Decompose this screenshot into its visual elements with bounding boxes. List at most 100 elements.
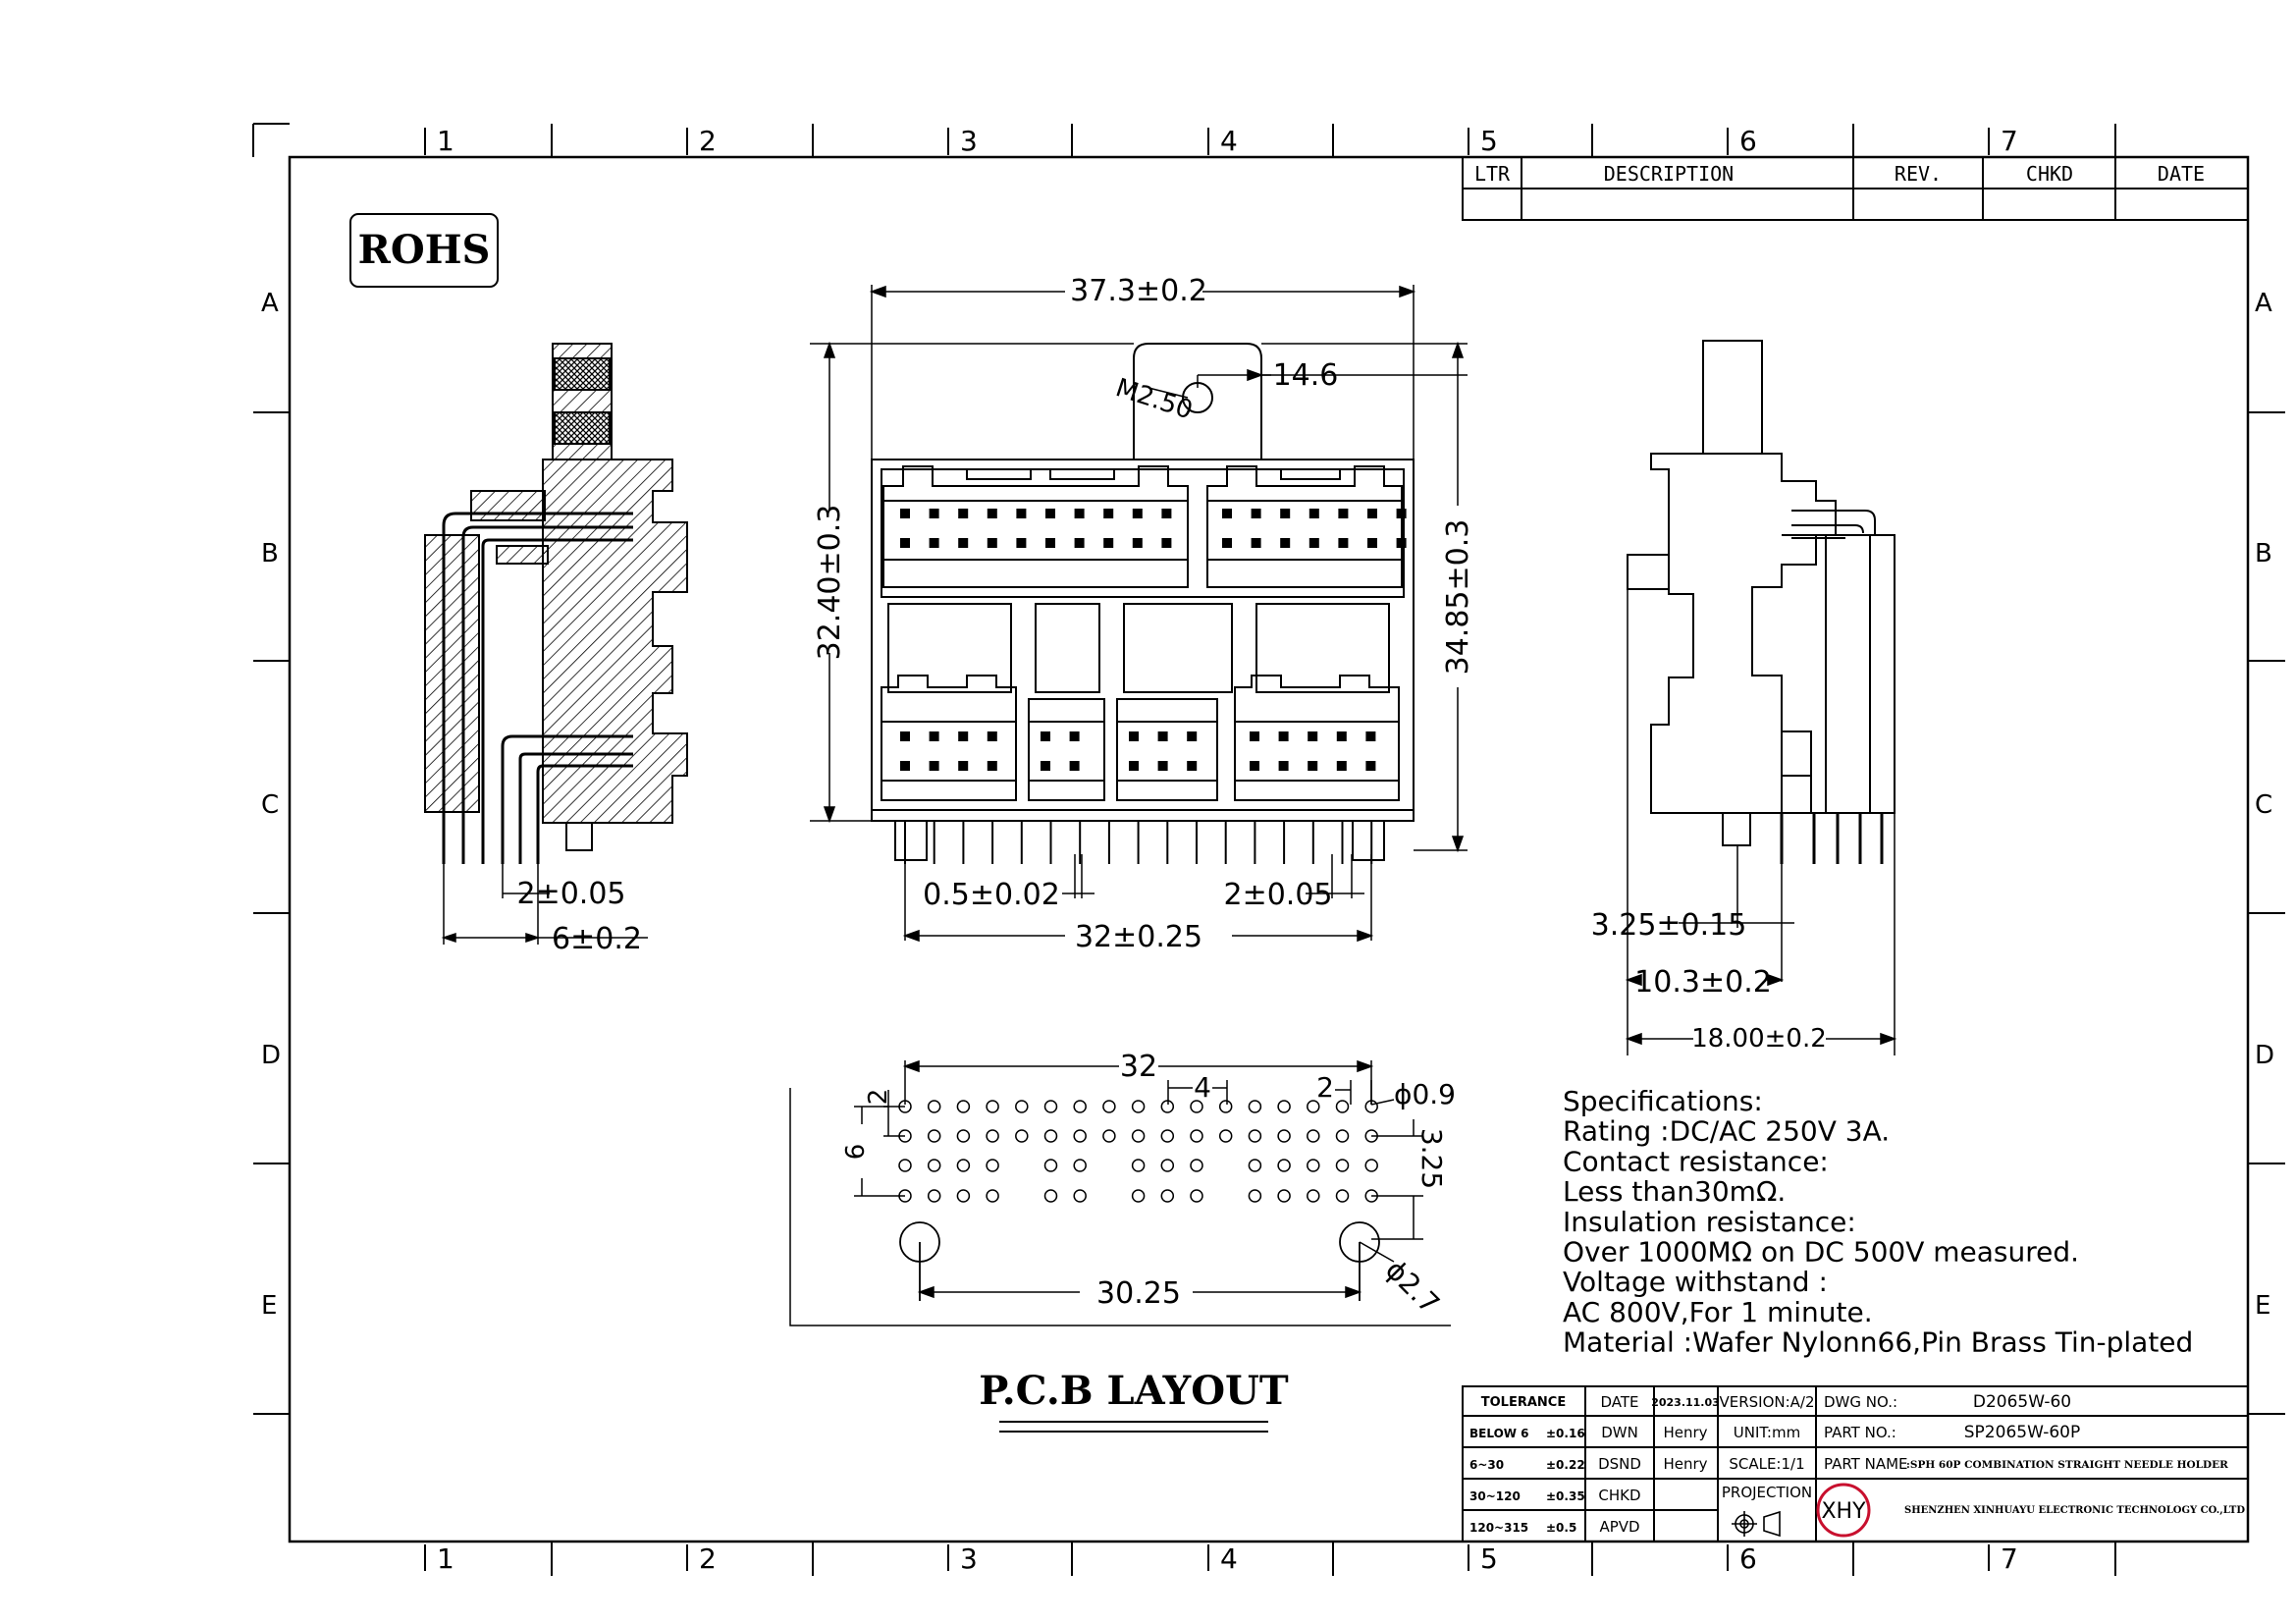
side-view-dimensions: [441, 864, 648, 945]
contact-square: [929, 731, 939, 741]
contact-square: [1250, 761, 1259, 771]
column-label: 3: [960, 1542, 978, 1575]
pcb-hole: [1248, 1129, 1262, 1143]
pcb-hole: [1335, 1129, 1350, 1143]
contact-square: [1280, 538, 1291, 548]
spec-line: Voltage withstand :: [1563, 1266, 1828, 1298]
part-no-label: PART NO.:: [1824, 1424, 1896, 1441]
contact-square: [987, 731, 997, 741]
contact-square: [958, 509, 969, 518]
pcb-pegs: [899, 1221, 1380, 1301]
contact-square: [1074, 538, 1085, 548]
column-label: 3: [960, 125, 978, 157]
pcb-pitch-top-dimension: 2: [1316, 1071, 1334, 1104]
pcb-hole: [1248, 1159, 1262, 1172]
contact-square: [1338, 538, 1349, 548]
contact-square: [1157, 761, 1168, 771]
pcb-frame: [789, 1088, 1451, 1326]
pcb-hole: [1043, 1159, 1058, 1172]
pcb-hole: [1307, 1189, 1320, 1203]
contact-square: [1251, 538, 1261, 548]
tolerance-value: ±0.22: [1546, 1458, 1585, 1472]
contact-square: [1278, 761, 1289, 771]
pcb-hole: [956, 1129, 971, 1143]
contact-square: [1278, 731, 1289, 741]
column-label: 7: [2001, 1542, 2018, 1575]
rohs-label: ROHS: [358, 227, 491, 273]
contact-square: [1250, 731, 1259, 741]
rev-header-chkd: CHKD: [2026, 162, 2073, 186]
spec-line: AC 800V,For 1 minute.: [1563, 1296, 1873, 1328]
contact-square: [958, 761, 969, 771]
pcb-hole: [986, 1189, 999, 1203]
front-view-contacts: [900, 509, 1407, 771]
pcb-hole: [986, 1129, 999, 1143]
apvd-label: APVD: [1599, 1518, 1639, 1536]
pcb-hole: [956, 1159, 971, 1172]
spec-line: Material :Wafer Nylonn66,Pin Brass Tin-p…: [1563, 1326, 2193, 1359]
tolerance-range: 30~120: [1469, 1489, 1521, 1503]
projection-label: PROJECTION: [1722, 1484, 1812, 1501]
scale-label: SCALE:1/1: [1729, 1455, 1804, 1473]
pcb-hole: [956, 1189, 971, 1203]
contact-square: [1367, 509, 1377, 518]
projection-symbol-icon: [1732, 1510, 1781, 1538]
column-label: 5: [1480, 1542, 1498, 1575]
spec-line: Specifications:: [1563, 1085, 1763, 1117]
column-label: 7: [2001, 125, 2018, 157]
pcb-group-gap-dimension: 4: [1194, 1071, 1211, 1104]
pcb-layout-title: P.C.B LAYOUT: [979, 1368, 1289, 1414]
column-label: 4: [1220, 1542, 1238, 1575]
pcb-hole-grid: [898, 1100, 1378, 1203]
specifications: Specifications:Rating :DC/AC 250V 3A.Con…: [1563, 1085, 2193, 1359]
pcb-hole: [1160, 1189, 1175, 1203]
pcb-hole: [1277, 1129, 1291, 1143]
spec-line: Rating :DC/AC 250V 3A.: [1563, 1115, 1890, 1148]
contact-square: [1222, 509, 1232, 518]
contact-square: [1308, 761, 1318, 771]
tolerance-range: 120~315: [1469, 1521, 1528, 1535]
peg: [894, 820, 928, 861]
pcb-hole: [1190, 1100, 1203, 1113]
hole-offset-dimension: 14.6: [1273, 358, 1339, 393]
contact-square: [1016, 509, 1027, 518]
row-label: A: [2255, 289, 2272, 318]
column-label: 2: [699, 125, 717, 157]
contact-square: [1161, 509, 1172, 518]
pcb-pitch-left-dimension: 2: [864, 1089, 893, 1106]
contact-square: [900, 731, 910, 741]
dsnd-label: DSND: [1598, 1455, 1641, 1473]
pcb-hole: [1190, 1189, 1203, 1203]
row-label: B: [261, 539, 279, 568]
contact-square: [1308, 509, 1319, 518]
pcb-hole: [1073, 1189, 1087, 1203]
part-name-label: PART NAME: [1824, 1455, 1908, 1473]
column-label: 1: [437, 125, 454, 157]
front-view: [871, 343, 1415, 822]
pcb-hole: [1277, 1189, 1291, 1203]
pcb-hole: [1043, 1189, 1058, 1203]
pcb-hole: [986, 1159, 999, 1172]
pcb-hole: [986, 1100, 999, 1113]
tolerance-range: 6~30: [1469, 1458, 1504, 1472]
rev-header-date: DATE: [2158, 162, 2205, 186]
hole-dimension: M2.50: [1112, 373, 1197, 425]
pcb-peg-diameter: ϕ2.7: [1379, 1254, 1446, 1321]
pcb-span-dimension: 32: [1120, 1050, 1157, 1084]
rev-header-description: DESCRIPTION: [1604, 162, 1734, 186]
pcb-hole: [1015, 1100, 1029, 1113]
front-width-dimension: 37.3±0.2: [1070, 274, 1207, 308]
pcb-hole: [1073, 1100, 1087, 1113]
pcb-hole: [1160, 1129, 1175, 1143]
contact-square: [1041, 731, 1050, 741]
row-label: D: [261, 1041, 281, 1070]
contact-square: [1308, 538, 1319, 548]
pcb-hole: [956, 1100, 971, 1113]
pcb-hole: [1364, 1159, 1378, 1172]
contact-square: [1129, 761, 1139, 771]
right-d3-dimension: 18.00±0.2: [1691, 1024, 1827, 1054]
column-label: 6: [1739, 1542, 1757, 1575]
pcb-hole: [1131, 1100, 1146, 1113]
